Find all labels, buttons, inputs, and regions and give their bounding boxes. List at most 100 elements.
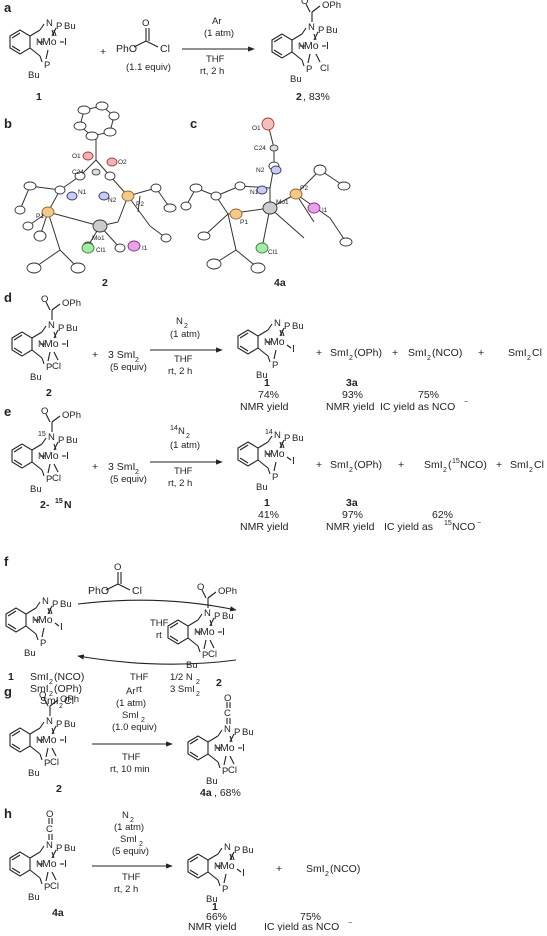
arrow-h: N 2 (1 atm) SmI 2 (5 equiv) THF rt, 2 h bbox=[92, 810, 173, 895]
svg-text:P: P bbox=[222, 884, 228, 895]
svg-text:P: P bbox=[46, 362, 52, 373]
svg-text:+: + bbox=[276, 863, 282, 875]
svg-text:2: 2 bbox=[130, 817, 134, 824]
complex-2-f: N Mo I N OPh O P Bu P Bu Cl 2 bbox=[167, 582, 237, 689]
svg-text:41%: 41% bbox=[258, 509, 279, 521]
svg-text:P: P bbox=[318, 25, 324, 36]
svg-text:O: O bbox=[197, 582, 204, 593]
svg-text:Ar: Ar bbox=[126, 686, 136, 697]
svg-text:P: P bbox=[56, 21, 62, 32]
svg-text:2: 2 bbox=[49, 691, 53, 698]
svg-text:93%: 93% bbox=[342, 389, 363, 401]
svg-text:Bu: Bu bbox=[30, 484, 42, 495]
svg-text:(5 equiv): (5 equiv) bbox=[110, 474, 147, 485]
svg-text:(1 atm): (1 atm) bbox=[170, 329, 200, 340]
reagent-smi2-d: 3 SmI bbox=[108, 349, 135, 361]
svg-text:2: 2 bbox=[443, 467, 447, 474]
svg-text:2: 2 bbox=[59, 703, 63, 710]
svg-text:(1 atm): (1 atm) bbox=[116, 698, 146, 709]
panel-label-f: f bbox=[4, 554, 9, 569]
svg-text:I: I bbox=[64, 734, 67, 746]
svg-text:C: C bbox=[224, 708, 231, 719]
svg-text:N: N bbox=[38, 451, 45, 462]
svg-text:N: N bbox=[36, 735, 43, 746]
svg-text:+: + bbox=[496, 459, 502, 471]
svg-text:Mo: Mo bbox=[200, 626, 215, 638]
svg-text:P: P bbox=[202, 650, 208, 661]
svg-text:Bu: Bu bbox=[186, 660, 198, 671]
svg-text:THF: THF bbox=[150, 618, 169, 629]
product-smi2-nco-d: SmI 2 (NCO) 75% IC yield as NCO − bbox=[380, 347, 468, 413]
svg-text:THF: THF bbox=[206, 54, 225, 65]
svg-text:Mo: Mo bbox=[42, 36, 57, 48]
svg-text:Bu: Bu bbox=[290, 74, 302, 85]
svg-text:2-: 2- bbox=[40, 499, 50, 511]
svg-text:rt: rt bbox=[156, 630, 162, 641]
svg-text:(OPh): (OPh) bbox=[354, 459, 382, 471]
svg-text:THF: THF bbox=[174, 466, 193, 477]
svg-text:SmI: SmI bbox=[40, 695, 59, 707]
svg-text:Bu: Bu bbox=[60, 599, 72, 610]
svg-text:PhO: PhO bbox=[116, 43, 137, 55]
svg-text:−: − bbox=[464, 399, 468, 406]
svg-text:NMR yield: NMR yield bbox=[240, 401, 289, 413]
product-smi2-oph-d: SmI 2 (OPh) 3a 93% NMR yield bbox=[326, 347, 382, 413]
svg-text:P: P bbox=[272, 472, 278, 483]
svg-text:O: O bbox=[39, 690, 46, 701]
svg-text:I: I bbox=[292, 455, 295, 467]
svg-text:Bu: Bu bbox=[64, 719, 76, 730]
svg-text:SmI: SmI bbox=[306, 863, 325, 875]
svg-text:2: 2 bbox=[196, 679, 200, 686]
svg-text:NCO: NCO bbox=[452, 521, 475, 533]
svg-text:Bu: Bu bbox=[206, 894, 218, 905]
panel-label-h: h bbox=[4, 806, 12, 821]
svg-text:Cl1: Cl1 bbox=[268, 249, 278, 256]
svg-text:N: N bbox=[122, 810, 129, 821]
svg-text:Cl: Cl bbox=[52, 361, 61, 372]
svg-text:O: O bbox=[41, 406, 48, 417]
svg-text:SmI: SmI bbox=[510, 459, 529, 471]
svg-text:P1: P1 bbox=[240, 219, 248, 226]
product-smi2-nco-h: SmI 2 (NCO) 75% IC yield as NCO − bbox=[264, 863, 360, 933]
svg-text:P: P bbox=[272, 360, 278, 371]
svg-text:Cl: Cl bbox=[208, 649, 217, 660]
crystal-structure-4a: O1 C24 N2 N1 Mo1 P1 P2 I1 Cl1 4a bbox=[180, 117, 353, 289]
product-smi2cl-e: SmI 2 Cl bbox=[510, 459, 544, 474]
svg-text:Bu: Bu bbox=[292, 321, 304, 332]
svg-text:SmI: SmI bbox=[508, 347, 527, 359]
svg-text:PhO: PhO bbox=[88, 585, 109, 597]
svg-text:C24: C24 bbox=[72, 169, 84, 176]
svg-text:C: C bbox=[46, 824, 53, 835]
phenyl-chloroformate-a: O PhO Cl (1.1 equiv) bbox=[116, 18, 171, 73]
svg-text:OPh: OPh bbox=[60, 694, 79, 705]
svg-text:N: N bbox=[274, 318, 281, 329]
label-2-a: 2 bbox=[296, 91, 302, 103]
svg-text:4a: 4a bbox=[52, 907, 64, 919]
svg-text:2: 2 bbox=[325, 871, 329, 878]
arrow-e: 14 N 2 (1 atm) THF rt, 2 h bbox=[150, 425, 223, 489]
svg-text:Mo1: Mo1 bbox=[276, 199, 289, 206]
svg-text:Cl: Cl bbox=[50, 757, 59, 768]
product-smi2cl-d: SmI 2 Cl bbox=[508, 347, 542, 362]
svg-text:I: I bbox=[66, 338, 69, 350]
svg-text:Mo: Mo bbox=[38, 614, 53, 626]
svg-text:N: N bbox=[36, 859, 43, 870]
svg-text:P: P bbox=[56, 843, 62, 854]
svg-text:Bu: Bu bbox=[242, 727, 254, 738]
svg-text:4a: 4a bbox=[200, 787, 212, 799]
svg-text:2: 2 bbox=[139, 841, 143, 848]
svg-text:Cl: Cl bbox=[534, 459, 544, 471]
svg-text:Bu: Bu bbox=[66, 435, 78, 446]
svg-text:IC yield as: IC yield as bbox=[384, 521, 433, 533]
svg-text:NMR yield: NMR yield bbox=[326, 401, 375, 413]
svg-text:N1: N1 bbox=[250, 189, 259, 196]
svg-text:P2: P2 bbox=[300, 185, 308, 192]
svg-text:N2: N2 bbox=[108, 197, 117, 204]
svg-text:SmI: SmI bbox=[408, 347, 427, 359]
svg-text:Bu: Bu bbox=[326, 25, 338, 36]
svg-text:Bu: Bu bbox=[28, 892, 40, 903]
svg-text:P: P bbox=[306, 64, 312, 75]
svg-text:rt, 2 h: rt, 2 h bbox=[168, 478, 192, 489]
svg-text:+: + bbox=[92, 349, 98, 361]
